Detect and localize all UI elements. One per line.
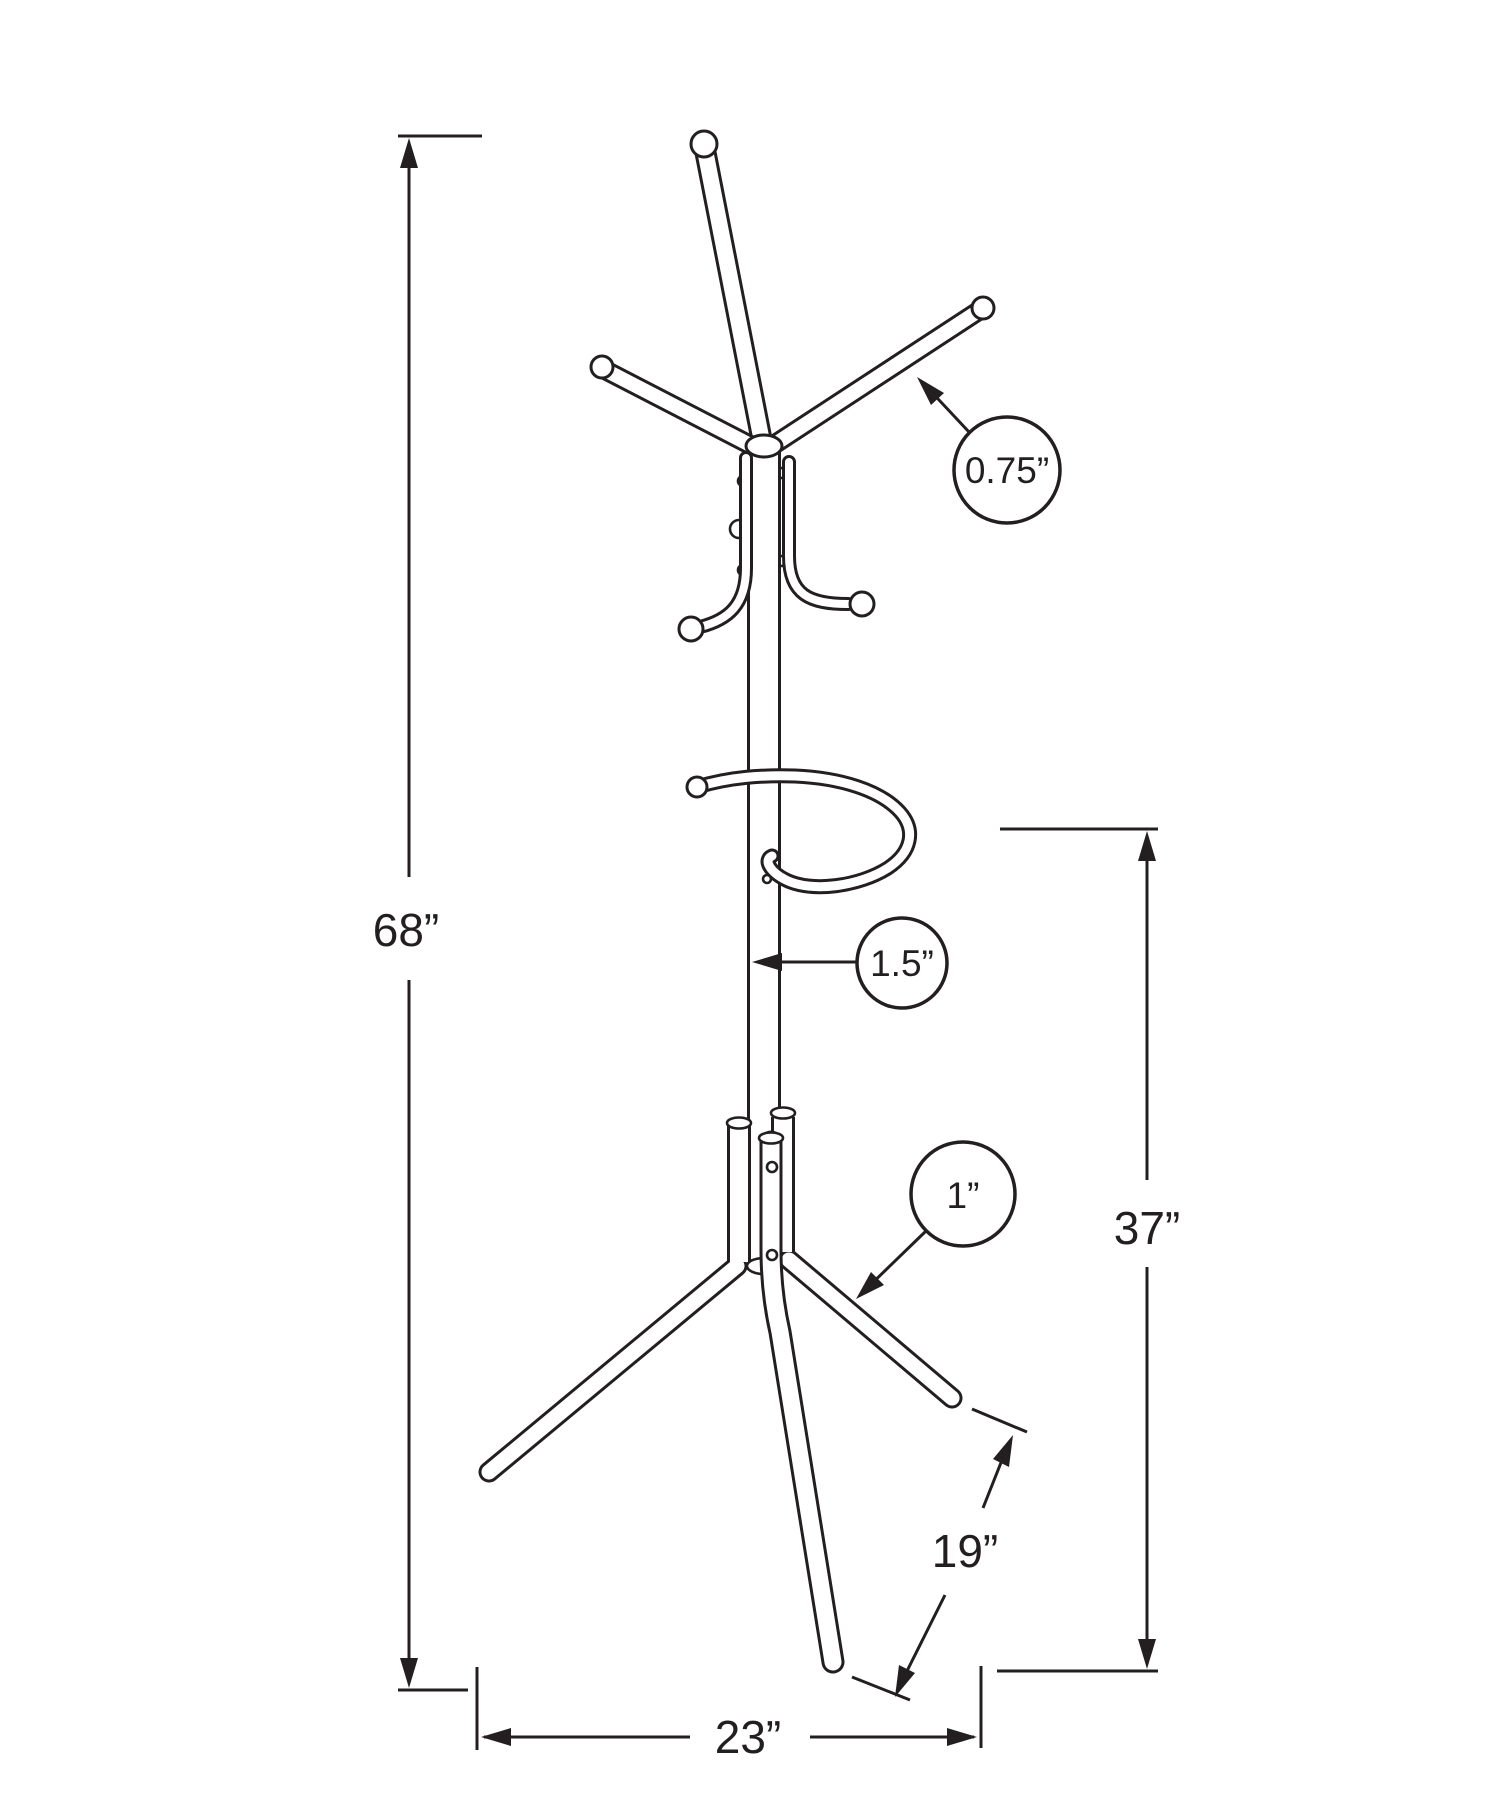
right-j-hook-ball: [848, 590, 876, 618]
umbrella-ring-height-label: 37”: [1114, 1202, 1180, 1254]
left-j-hook-ball: [677, 615, 705, 643]
left-j-hook: [677, 451, 753, 643]
right-tube-cap: [769, 1106, 797, 1120]
pole-diameter-label: 1.5”: [870, 943, 934, 984]
overall-height-label: 68”: [373, 904, 439, 956]
arrow-up-left-icon: [917, 377, 944, 405]
dimension-base-width: 23”: [475, 1666, 983, 1763]
arrow-up-icon: [400, 138, 418, 168]
arrow-down-left-icon: [895, 1665, 915, 1697]
callout-hook-diameter: 0.75”: [917, 377, 1062, 525]
front-tube-cap: [757, 1131, 785, 1145]
dimension-overall-height: 68”: [373, 134, 482, 1692]
hook-diameter-label: 0.75”: [965, 450, 1049, 491]
right-j-hook: [782, 455, 876, 618]
ring-screw: [761, 873, 773, 885]
arrow-up-icon: [1138, 831, 1156, 861]
pole-diameter-balloon: [855, 916, 949, 1010]
callout-leg-diameter: 1”: [856, 1140, 1017, 1299]
arrow-down-left-icon: [856, 1272, 884, 1299]
umbrella-ring: [685, 768, 917, 895]
sleeve-screw-lower: [765, 1248, 779, 1262]
umbrella-ring-ball: [685, 775, 709, 799]
dimension-leg-length: 19”: [851, 1407, 1028, 1702]
arrow-up-right-icon: [993, 1435, 1013, 1467]
leg-length-label: 19”: [932, 1525, 998, 1577]
top-hook-arm: [689, 129, 775, 463]
left-hook-ball: [589, 354, 615, 380]
arrow-right-icon: [947, 1728, 977, 1746]
arrow-down-icon: [1138, 1639, 1156, 1669]
top-hook-ball: [689, 129, 719, 159]
callout-pole-diameter: 1.5”: [752, 916, 949, 1010]
coat-rack: [478, 129, 996, 1674]
left-tube-cap: [725, 1116, 753, 1130]
sleeve-screw-upper: [765, 1160, 779, 1174]
top-junction: [744, 433, 784, 459]
arrow-left-icon: [752, 953, 782, 971]
hook-diameter-balloon: [952, 415, 1062, 525]
base-sleeve: [725, 1106, 845, 1674]
leg-diameter-balloon: [909, 1140, 1017, 1248]
right-hook-ball: [970, 295, 996, 321]
base-legs: [478, 1249, 963, 1483]
dimension-umbrella-ring-height: 37”: [997, 827, 1180, 1673]
arrow-left-icon: [481, 1728, 511, 1746]
arrow-down-icon: [400, 1658, 418, 1688]
base-width-label: 23”: [715, 1711, 781, 1763]
leg-diameter-label: 1”: [947, 1175, 980, 1216]
right-hook-arm: [762, 295, 996, 456]
left-hook-arm: [589, 354, 766, 458]
